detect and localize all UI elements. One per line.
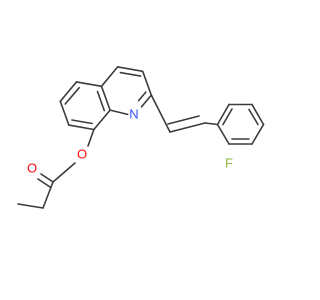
molecule-drawing: N O O F: [17, 66, 265, 209]
carbonyl-oxygen-atom-label: O: [27, 161, 37, 176]
propionate-ester: [17, 128, 95, 209]
nitrogen-atom-label: N: [129, 107, 138, 122]
ester-oxygen-atom-label: O: [77, 147, 87, 162]
vinyl-linker: [150, 94, 219, 133]
vinyl-bond-2: [169, 122, 206, 133]
fluorophenyl-ring-detail: [216, 103, 265, 145]
vinyl-bond-1: [150, 94, 171, 133]
vinyl-bond-3: [167, 115, 200, 125]
quinoline-pyridine-ring: [100, 66, 153, 116]
fluorine-atom-label: F: [225, 156, 233, 171]
quinoline-benzo-ring: [59, 81, 111, 131]
structure-canvas: N O O F: [17, 66, 265, 209]
vinyl-bond-4: [204, 122, 219, 126]
